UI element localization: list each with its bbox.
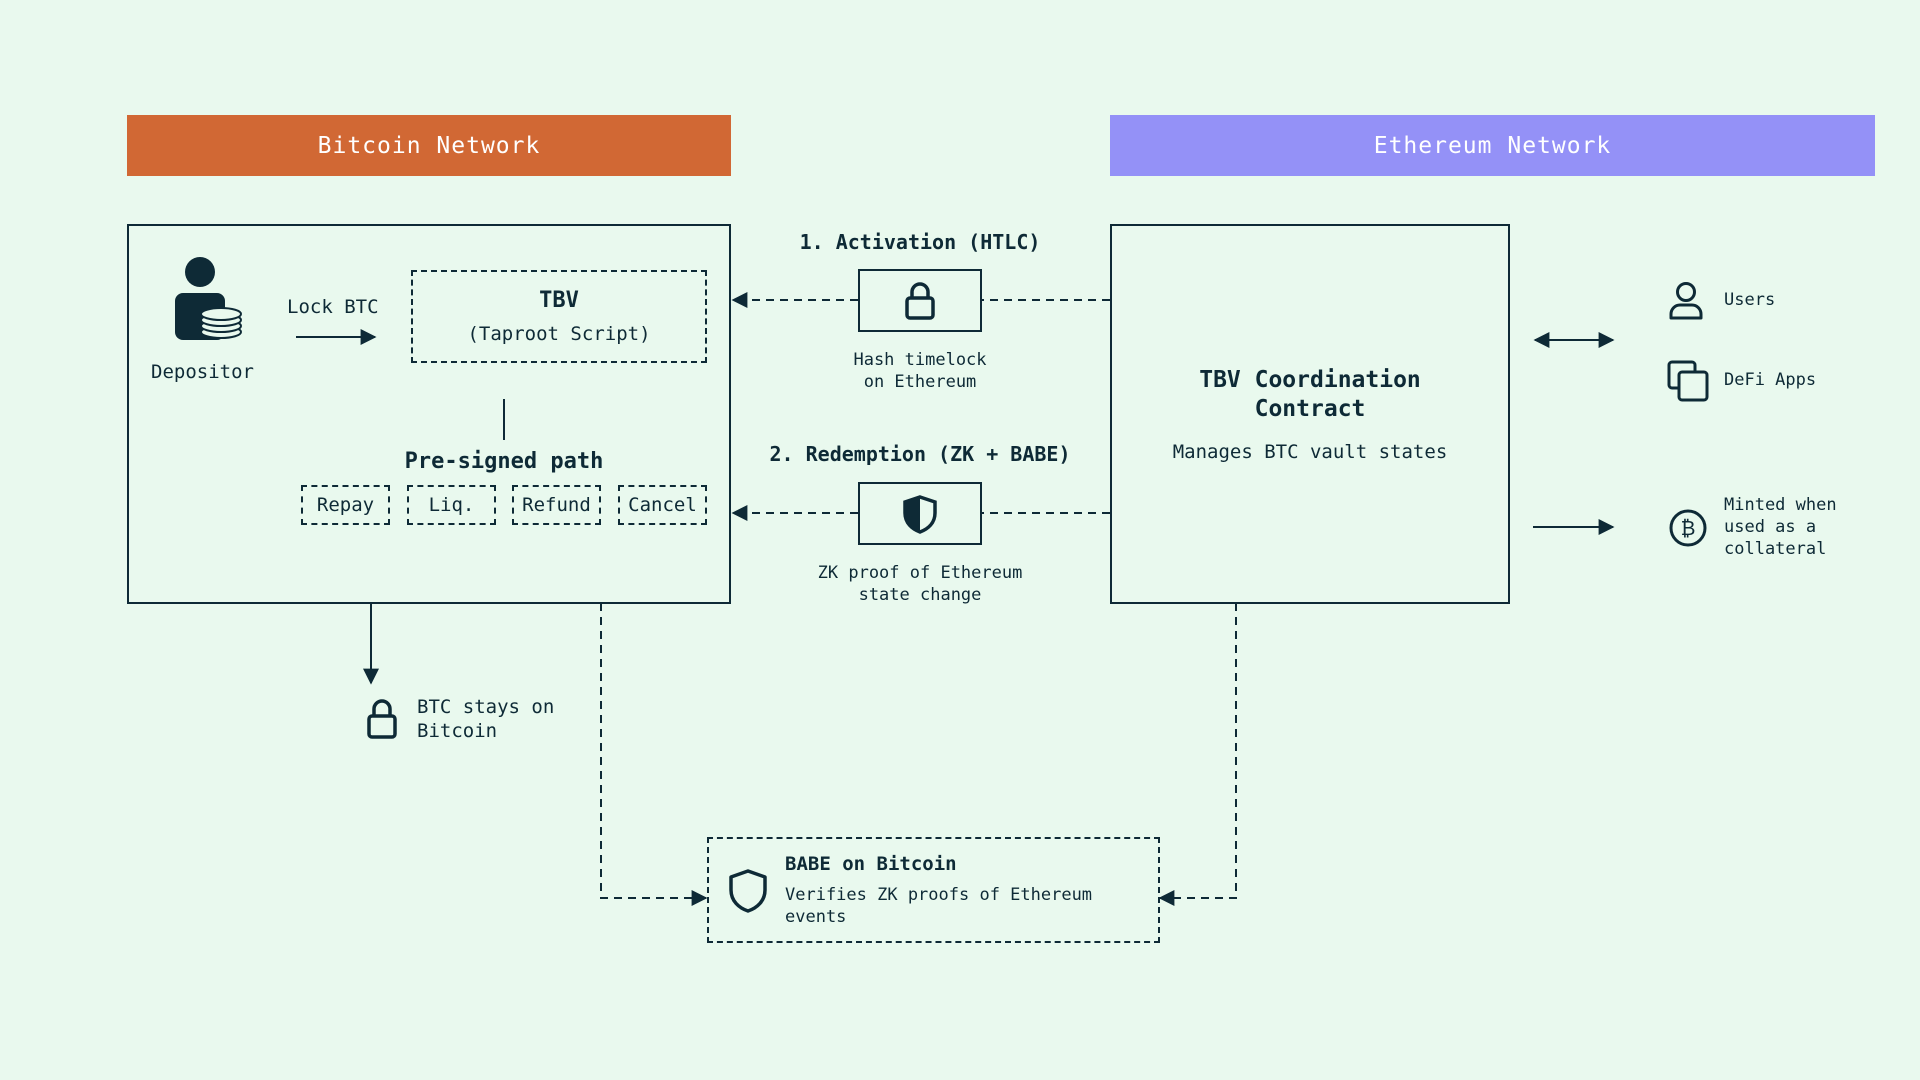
defi-apps-label: DeFi Apps (1724, 370, 1817, 390)
presigned-title: Pre-signed path (404, 449, 604, 474)
redemption-shield-box (858, 482, 982, 545)
presigned-path-liq: Liq. (407, 485, 496, 525)
refund-label: Refund (522, 494, 591, 516)
depositor-label: Depositor (151, 361, 254, 383)
defi-apps-icon (1667, 360, 1709, 402)
contract-title-line1: TBV Coordination (1199, 367, 1421, 393)
babe-line2: events (785, 907, 847, 927)
depositor-icon (170, 255, 245, 345)
presigned-path-cancel: Cancel (618, 485, 707, 525)
babe-line1: Verifies ZK proofs of Ethereum (785, 885, 1093, 905)
lock-icon (905, 281, 935, 320)
redemption-title: 2. Redemption (ZK + BABE) (769, 442, 1071, 466)
lock-btc-label: Lock BTC (287, 296, 379, 318)
bitcoin-vault-box (127, 224, 731, 604)
presigned-path-refund: Refund (512, 485, 601, 525)
minted-line3: collateral (1724, 539, 1827, 559)
repay-label: Repay (316, 494, 375, 516)
activation-title: 1. Activation (HTLC) (799, 230, 1041, 254)
svg-text:₿: ₿ (1681, 516, 1696, 540)
liq-label: Liq. (428, 494, 475, 516)
activation-caption-line2: on Ethereum (863, 372, 977, 392)
contract-to-babe-arrow (1158, 603, 1237, 906)
activation-caption-line1: Hash timelock (853, 350, 987, 370)
contract-title-line2: Contract (1254, 396, 1366, 422)
btc-stays-line2: Bitcoin (417, 720, 498, 742)
redemption-caption-line2: state change (858, 585, 982, 605)
babe-box (707, 837, 1160, 943)
btc-stays-line1: BTC stays on (417, 696, 555, 718)
tbv-taproot-box (411, 270, 707, 363)
user-icon (1668, 281, 1704, 321)
bitcoin-network-label: Bitcoin Network (317, 132, 541, 159)
cancel-label: Cancel (628, 494, 697, 516)
bitcoin-to-babe-arrow (600, 603, 708, 906)
minted-line2: used as a (1724, 517, 1817, 537)
activation-lock-box (858, 269, 982, 332)
btc-stays-lock-icon (365, 698, 399, 740)
minted-line1: Minted when (1724, 495, 1837, 515)
coordination-contract-box (1110, 224, 1510, 604)
babe-shield-icon (728, 868, 768, 914)
babe-title: BABE on Bitcoin (785, 853, 957, 875)
contract-subtitle: Manages BTC vault states (1172, 441, 1448, 463)
bitcoin-network-header: Bitcoin Network (127, 115, 731, 176)
users-label: Users (1724, 290, 1776, 310)
tbv-title: TBV (539, 288, 579, 313)
ethereum-network-label: Ethereum Network (1373, 132, 1612, 159)
shield-icon (903, 494, 937, 534)
ethereum-network-header: Ethereum Network (1110, 115, 1875, 176)
bitcoin-coin-icon: ₿ (1668, 508, 1708, 548)
tbv-subtitle: (Taproot Script) (467, 323, 651, 345)
presigned-path-repay: Repay (301, 485, 390, 525)
redemption-caption-line1: ZK proof of Ethereum (817, 563, 1023, 583)
